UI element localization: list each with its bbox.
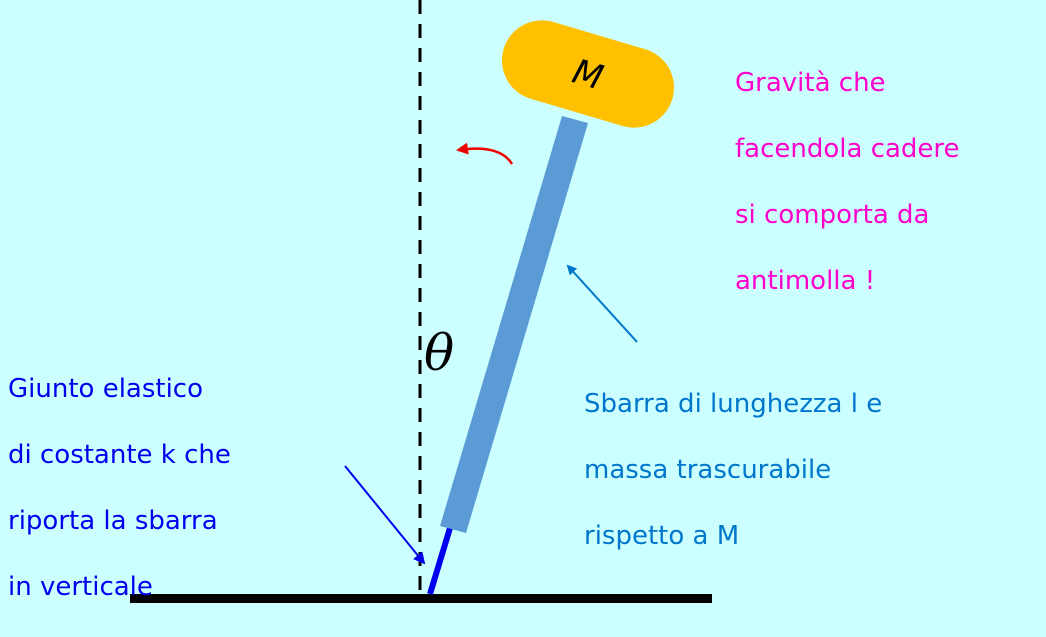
antispring-note-line: facendola cadere bbox=[735, 134, 960, 164]
rod-label: Sbarra di lunghezza l e massa trascurabi… bbox=[584, 355, 882, 586]
antispring-note-line: si comporta da bbox=[735, 200, 930, 230]
joint-label-line: di costante k che bbox=[8, 440, 231, 470]
rod-label-line: massa trascurabile bbox=[584, 455, 832, 485]
joint-label-line: in verticale bbox=[8, 572, 153, 602]
joint-label: Giunto elastico di costante k che riport… bbox=[8, 340, 231, 637]
joint-label-line: Giunto elastico bbox=[8, 374, 204, 404]
rod-label-line: rispetto a M bbox=[584, 521, 740, 551]
rod-pointer-arrow bbox=[566, 264, 638, 343]
antispring-note-line: Gravità che bbox=[735, 68, 886, 98]
rod bbox=[440, 116, 588, 533]
rotation-arrow bbox=[456, 142, 514, 165]
rod-label-line: Sbarra di lunghezza l e bbox=[584, 389, 883, 419]
joint-pointer-arrow bbox=[344, 465, 426, 565]
pendulum-diagram: M θ bbox=[130, 0, 712, 603]
mass-block: M bbox=[501, 20, 675, 128]
angle-theta-symbol: θ bbox=[424, 324, 454, 382]
ground-base bbox=[130, 594, 712, 603]
antispring-note: Gravità che facendola cadere si comporta… bbox=[735, 34, 960, 331]
antispring-note-line: antimolla ! bbox=[735, 266, 876, 296]
joint-label-line: riporta la sbarra bbox=[8, 506, 218, 536]
elastic-joint bbox=[427, 527, 453, 595]
